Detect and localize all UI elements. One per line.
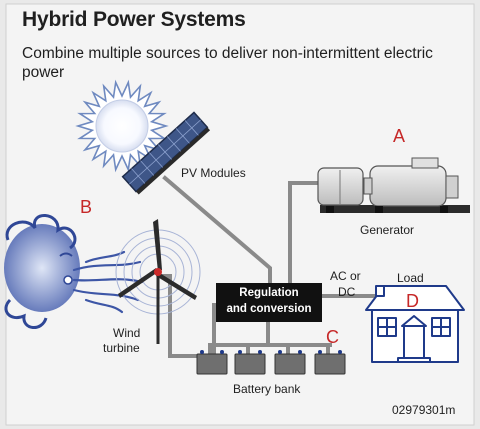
figure-code: 02979301m xyxy=(392,403,456,417)
wind-face-icon xyxy=(4,214,144,329)
generator-icon xyxy=(317,157,470,213)
wire-pv xyxy=(162,175,272,284)
page-subtitle: Combine multiple sources to deliver non-… xyxy=(22,45,433,81)
regulation-label-line1: Regulation xyxy=(239,287,299,299)
marker-c: C xyxy=(326,327,339,347)
house-icon xyxy=(365,285,465,363)
regulation-label-line2: and conversion xyxy=(226,303,312,315)
wind-label-line1: Wind xyxy=(113,326,141,340)
page-title: Hybrid Power Systems xyxy=(22,8,246,31)
marker-b: B xyxy=(80,197,93,217)
load-label: Load xyxy=(397,271,424,285)
regulation-box xyxy=(216,283,322,322)
wiring xyxy=(158,175,377,358)
wind-turbine-icon xyxy=(115,219,201,344)
wind-label-line2: turbine xyxy=(103,341,140,355)
marker-d: D xyxy=(406,291,419,311)
sun-icon xyxy=(75,79,169,173)
acdc-label-line2: DC xyxy=(338,285,356,299)
acdc-label-line1: AC or xyxy=(330,269,361,283)
wire-generator xyxy=(288,181,319,284)
pv-panel-icon xyxy=(121,111,211,195)
battery-icon xyxy=(196,350,346,375)
marker-a: A xyxy=(393,126,406,146)
battery-label: Battery bank xyxy=(233,382,301,396)
generator-label: Generator xyxy=(360,223,415,237)
wire-wind xyxy=(158,274,216,358)
pv-label: PV Modules xyxy=(181,166,246,180)
